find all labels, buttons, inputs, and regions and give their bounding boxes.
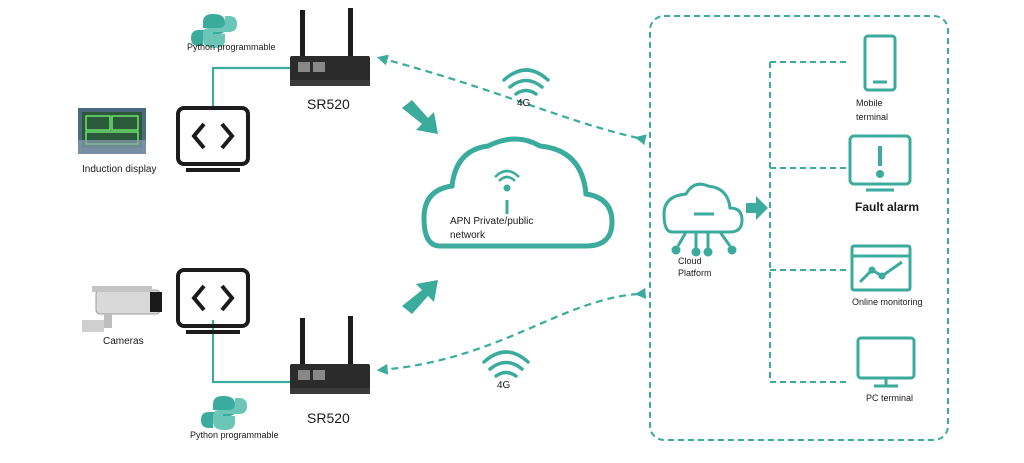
pc-icon [856, 336, 916, 388]
router-label-top: SR520 [307, 96, 350, 112]
online-monitoring-label: Online monitoring [852, 297, 923, 307]
mobile-label-line1: Mobile [856, 98, 883, 108]
cloud-label-line2: network [450, 230, 486, 241]
induction-display-label: Induction display [82, 164, 157, 175]
alarm-icon [848, 134, 912, 192]
platform-frame [649, 15, 949, 441]
4g-label-bottom: 4G [497, 380, 511, 391]
python-icon-top [191, 14, 237, 48]
induction-display-image [78, 108, 146, 154]
signal-icon-top [502, 68, 550, 96]
fault-alarm-label: Fault alarm [855, 200, 920, 214]
gateway-icon-top [176, 106, 250, 172]
4g-link-top [376, 54, 647, 146]
platform-label-line1: Cloud [678, 256, 702, 266]
router-label-bottom: SR520 [307, 410, 350, 426]
platform-label-line2: Platform [678, 268, 712, 278]
python-icon-bottom [201, 396, 247, 430]
cloud-network [421, 136, 615, 249]
camera-image [82, 286, 162, 332]
endpoint-tree [769, 61, 848, 383]
wired-links [211, 66, 296, 384]
4g-link-bottom [376, 287, 647, 375]
4g-label-top: 4G [517, 98, 531, 109]
gateway-icon-bottom [176, 268, 250, 334]
python-programmable-label-top: Python programmable [187, 42, 276, 52]
platform-arrow [746, 196, 768, 220]
arrow-bottom-to-cloud [402, 280, 438, 314]
pc-terminal-label: PC terminal [866, 393, 914, 403]
signal-icon-bottom [482, 350, 530, 378]
mobile-icon [863, 34, 897, 92]
monitoring-icon [850, 244, 912, 292]
cameras-label: Cameras [103, 336, 144, 347]
cloud-label-line1: APN Private/public [450, 216, 534, 227]
python-programmable-label-bottom: Python programmable [190, 430, 279, 440]
router-bottom [290, 316, 370, 394]
router-top [290, 8, 370, 86]
arrow-top-to-cloud [402, 100, 438, 134]
mobile-label-line2: terminal [856, 112, 889, 122]
cloud-platform-icon [662, 182, 744, 257]
